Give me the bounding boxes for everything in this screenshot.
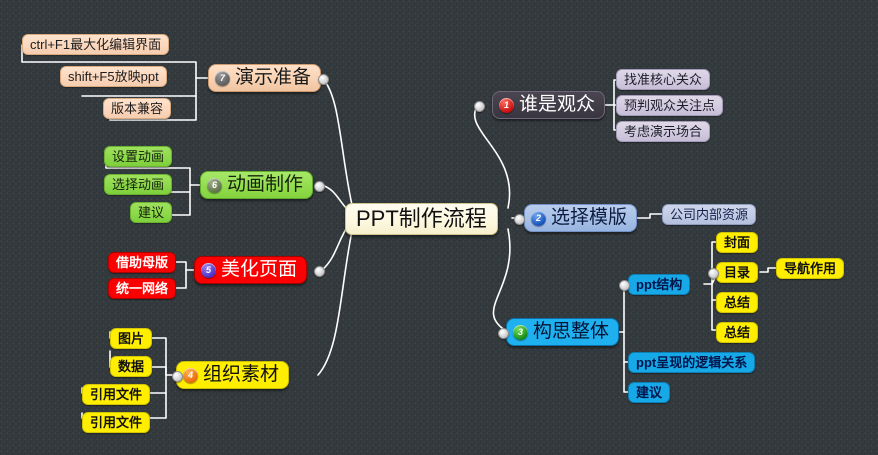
leaf-node[interactable]: 总结 [716, 292, 759, 313]
collapse-dot[interactable] [314, 181, 325, 192]
leaf-node[interactable]: 建议 [628, 382, 671, 403]
branch-label-3: 构思整体 [533, 320, 610, 342]
leaf-label: 统一网络 [116, 281, 169, 296]
leaf-label: 公司内部资源 [670, 207, 749, 222]
leaf-label: 封面 [724, 235, 751, 250]
leaf-label: 建议 [138, 205, 165, 220]
branch-node-5[interactable]: 5 美化页面 [194, 256, 308, 284]
branch-badge-5: 5 [201, 262, 216, 278]
collapse-dot[interactable] [474, 101, 485, 112]
branch-badge-3: 3 [513, 324, 528, 340]
branch-badge-6: 6 [207, 177, 222, 193]
leaf-node[interactable]: shift+F5放映ppt [60, 66, 167, 87]
leaf-node[interactable]: 数据 [110, 356, 153, 377]
collapse-dot[interactable] [514, 214, 525, 225]
collapse-dot[interactable] [172, 371, 183, 382]
leaf-label: 建议 [636, 385, 663, 400]
sub-node-directory[interactable]: 目录 [716, 262, 759, 283]
collapse-dot[interactable] [498, 328, 509, 339]
branch-label-6: 动画制作 [227, 173, 304, 195]
leaf-label: 导航作用 [784, 261, 837, 276]
leaf-node[interactable]: 找准核心关众 [616, 69, 711, 90]
leaf-label: 借助母版 [116, 255, 169, 270]
leaf-node[interactable]: 建议 [130, 202, 173, 223]
collapse-dot[interactable] [708, 268, 719, 279]
leaf-node[interactable]: 选择动画 [104, 174, 173, 195]
leaf-label: 数据 [118, 359, 145, 374]
leaf-label: 引用文件 [90, 387, 143, 402]
leaf-label: 选择动画 [112, 177, 165, 192]
branch-label-5: 美化页面 [221, 258, 298, 280]
leaf-node[interactable]: 导航作用 [776, 258, 845, 279]
leaf-node[interactable]: 借助母版 [108, 252, 177, 273]
leaf-node[interactable]: 统一网络 [108, 278, 177, 299]
sub-node-label: ppt结构 [636, 277, 683, 292]
leaf-label: 考虑演示场合 [624, 124, 703, 139]
branch-node-6[interactable]: 6 动画制作 [200, 171, 314, 199]
leaf-label: 设置动画 [112, 149, 165, 164]
root-label: PPT制作流程 [356, 206, 487, 231]
leaf-node[interactable]: 预判观众关注点 [616, 95, 724, 116]
leaf-label: 预判观众关注点 [624, 98, 716, 113]
branch-label-1: 谁是观众 [519, 93, 596, 115]
leaf-node[interactable]: 总结 [716, 322, 759, 343]
leaf-label: 引用文件 [90, 415, 143, 430]
branch-node-4[interactable]: 4 组织素材 [176, 361, 290, 389]
leaf-label: ppt呈现的逻辑关系 [636, 355, 748, 370]
leaf-node[interactable]: 考虑演示场合 [616, 121, 711, 142]
leaf-node[interactable]: 引用文件 [82, 384, 151, 405]
leaf-node[interactable]: ctrl+F1最大化编辑界面 [22, 34, 170, 55]
collapse-dot[interactable] [314, 266, 325, 277]
sub-node-label: 目录 [724, 265, 751, 280]
leaf-label: 总结 [724, 325, 751, 340]
branch-label-2: 选择模版 [551, 206, 628, 228]
collapse-dot[interactable] [318, 74, 329, 85]
branch-badge-2: 2 [531, 210, 546, 226]
leaf-label: shift+F5放映ppt [68, 69, 159, 84]
branch-label-4: 组织素材 [203, 363, 280, 385]
branch-node-3[interactable]: 3 构思整体 [506, 318, 620, 346]
leaf-label: 图片 [118, 331, 145, 346]
leaf-label: 版本兼容 [111, 101, 164, 116]
leaf-node[interactable]: 封面 [716, 232, 759, 253]
leaf-label: 总结 [724, 295, 751, 310]
leaf-node[interactable]: 设置动画 [104, 146, 173, 167]
leaf-node[interactable]: ppt呈现的逻辑关系 [628, 352, 756, 373]
leaf-node[interactable]: 版本兼容 [103, 98, 172, 119]
branch-badge-4: 4 [183, 367, 198, 383]
branch-badge-7: 7 [215, 70, 230, 86]
branch-node-7[interactable]: 7 演示准备 [208, 64, 322, 92]
collapse-dot[interactable] [619, 280, 630, 291]
leaf-node[interactable]: 图片 [110, 328, 153, 349]
root-node[interactable]: PPT制作流程 [345, 203, 498, 235]
leaf-node[interactable]: 引用文件 [82, 412, 151, 433]
sub-node-ppt-structure[interactable]: ppt结构 [628, 274, 691, 295]
branch-label-7: 演示准备 [235, 66, 312, 88]
leaf-label: ctrl+F1最大化编辑界面 [30, 37, 162, 52]
branch-badge-1: 1 [499, 97, 514, 113]
leaf-node[interactable]: 公司内部资源 [662, 204, 757, 225]
branch-node-1[interactable]: 1 谁是观众 [492, 91, 606, 119]
leaf-label: 找准核心关众 [624, 72, 703, 87]
branch-node-2[interactable]: 2 选择模版 [524, 204, 638, 232]
